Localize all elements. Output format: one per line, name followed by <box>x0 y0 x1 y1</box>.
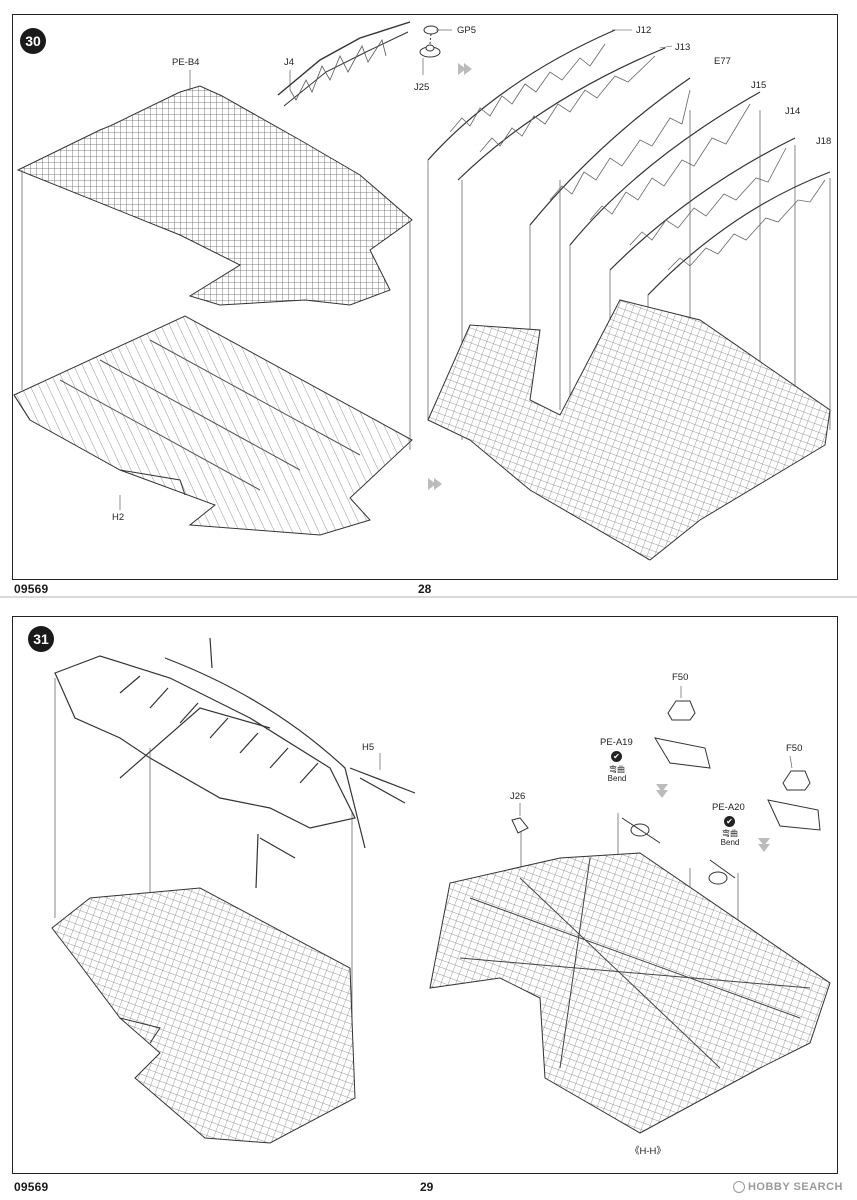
label-f50: F50 <box>672 672 689 683</box>
label-j15: J15 <box>751 80 767 91</box>
step-31-diagram <box>51 637 831 1144</box>
label-j26: J26 <box>510 791 526 802</box>
page-number: 28 <box>418 582 432 596</box>
j26-part <box>511 817 529 834</box>
instruction-page-29: 31 <box>0 598 857 1200</box>
label-h2: H2 <box>112 512 125 523</box>
assembled-deck-right <box>429 852 831 1134</box>
j4-arch-part <box>277 21 411 107</box>
step-badge: 30 <box>20 28 46 54</box>
watermark: HOBBY SEARCH <box>732 1180 843 1194</box>
bend-note-en: Bend <box>607 774 627 783</box>
direction-arrow <box>458 63 472 75</box>
pe-b4-mesh-sheet <box>16 85 413 306</box>
step-frame <box>12 14 838 580</box>
assembled-deck-step30 <box>427 299 831 561</box>
watermark-text: HOBBY SEARCH <box>747 1181 843 1193</box>
label-e77: E77 <box>714 56 731 67</box>
h2-deck-part <box>13 315 413 536</box>
bend-note-cn: 弯曲 <box>609 765 625 774</box>
label-gp5: GP5 <box>457 25 477 36</box>
label-j14: J14 <box>785 106 801 117</box>
label-f50: F50 <box>786 743 803 754</box>
step-number: 31 <box>33 631 49 647</box>
catalog-code: 09569 <box>14 582 49 596</box>
label-j18: J18 <box>816 136 832 147</box>
label-j13: J13 <box>675 42 691 53</box>
catalog-code: 09569 <box>14 1180 49 1194</box>
bend-icon: ✔ <box>611 751 622 762</box>
pe-a19-bracket <box>621 737 821 885</box>
direction-arrow <box>758 838 770 852</box>
label-leaders <box>119 29 673 510</box>
arch-frames <box>427 29 831 296</box>
h5-truss-frame <box>54 637 416 889</box>
page-number: 29 <box>420 1180 434 1194</box>
label-j12: J12 <box>636 25 652 36</box>
direction-arrow <box>656 784 668 798</box>
label-j4: J4 <box>284 57 295 68</box>
step-30-diagram <box>13 21 831 561</box>
instruction-page-28: 30 <box>0 0 857 598</box>
assembled-deck-left <box>51 887 356 1144</box>
bend-note-cn: 弯曲 <box>722 829 738 838</box>
step-frame <box>12 616 838 1174</box>
watermark-logo-icon <box>732 1181 745 1193</box>
sprue-reference: 《H-H》 <box>630 1146 666 1157</box>
direction-arrow <box>428 478 442 490</box>
label-pe-b4: PE-B4 <box>172 57 200 68</box>
step-badge: 31 <box>28 626 54 652</box>
label-pe-a19: PE-A19 <box>600 737 633 748</box>
step-number: 30 <box>25 33 41 49</box>
label-h5: H5 <box>362 742 375 753</box>
bend-note-en: Bend <box>720 838 740 847</box>
label-pe-a20: PE-A20 <box>712 802 745 813</box>
label-j25: J25 <box>414 82 430 93</box>
gp5-part <box>419 25 441 58</box>
bend-icon: ✔ <box>724 816 735 827</box>
label-leaders <box>379 686 793 816</box>
f50-part <box>667 700 811 791</box>
arch-trusses <box>449 43 826 271</box>
